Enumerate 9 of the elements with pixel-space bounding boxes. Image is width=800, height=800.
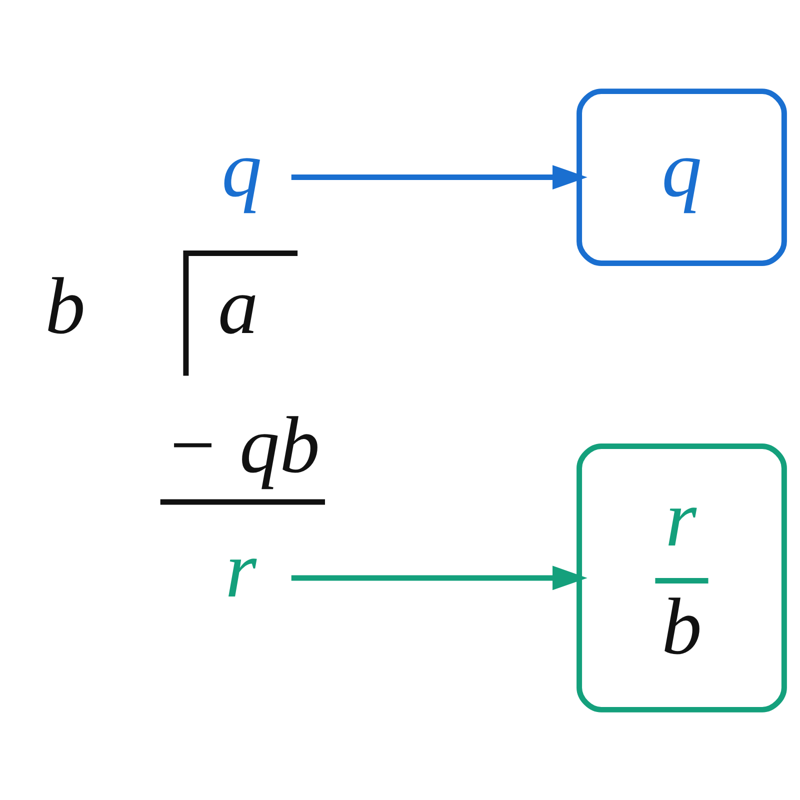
- node-text: r: [225, 525, 257, 614]
- arrow: [291, 565, 588, 590]
- node-text: q: [222, 124, 262, 214]
- node-box: r b: [576, 443, 787, 712]
- label: − qb: [164, 400, 320, 490]
- label: a: [218, 262, 258, 351]
- arrow: [291, 164, 588, 189]
- label: b: [45, 262, 86, 351]
- node-box: q: [576, 88, 787, 266]
